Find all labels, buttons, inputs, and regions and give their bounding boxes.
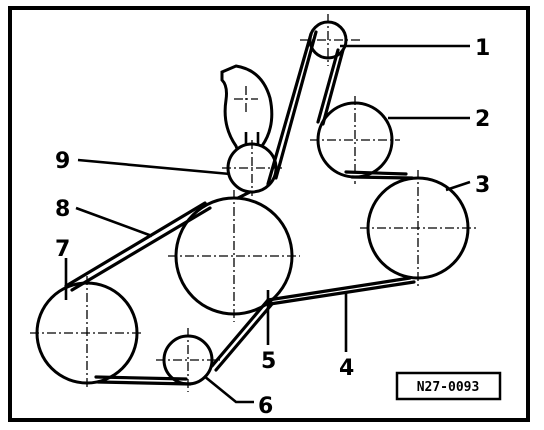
pulley-3 <box>360 170 476 286</box>
reference-code-box <box>395 371 502 401</box>
callout-4: 4 <box>339 356 354 381</box>
leader-6 <box>203 374 254 404</box>
pulley-7 <box>30 276 144 390</box>
callout-5: 5 <box>261 349 276 374</box>
callout-3: 3 <box>475 173 490 198</box>
reference-code: N27-0093 <box>417 380 480 395</box>
tensioner-pulley-9 <box>222 140 282 196</box>
diagram-frame <box>8 6 530 422</box>
callout-7: 7 <box>55 237 70 262</box>
callout-6: 6 <box>258 394 273 419</box>
callout-1: 1 <box>475 36 490 61</box>
pulley-5 <box>168 190 300 322</box>
callout-2: 2 <box>475 107 490 132</box>
leader-8 <box>75 206 153 238</box>
leader-3 <box>445 180 471 192</box>
callout-8: 8 <box>55 197 70 222</box>
callout-9: 9 <box>55 149 70 174</box>
callout-leaders <box>64 44 471 404</box>
leader-9 <box>77 158 231 176</box>
drive-belt <box>64 30 416 386</box>
